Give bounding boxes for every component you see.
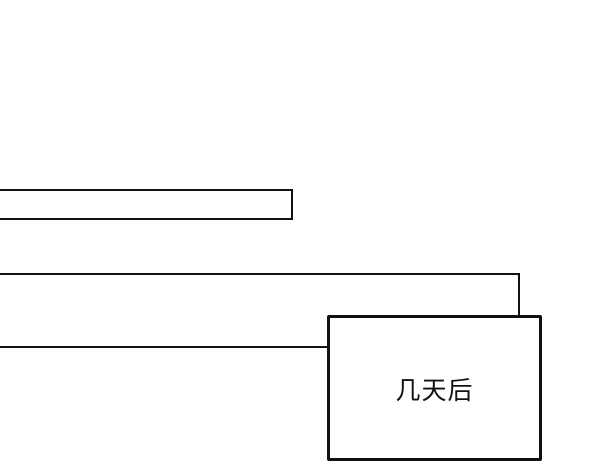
caption-text: 几天后 xyxy=(395,376,474,405)
comic-panel-top xyxy=(0,189,293,220)
caption-box: 几天后 xyxy=(327,315,542,461)
comic-panel-middle xyxy=(0,273,520,348)
